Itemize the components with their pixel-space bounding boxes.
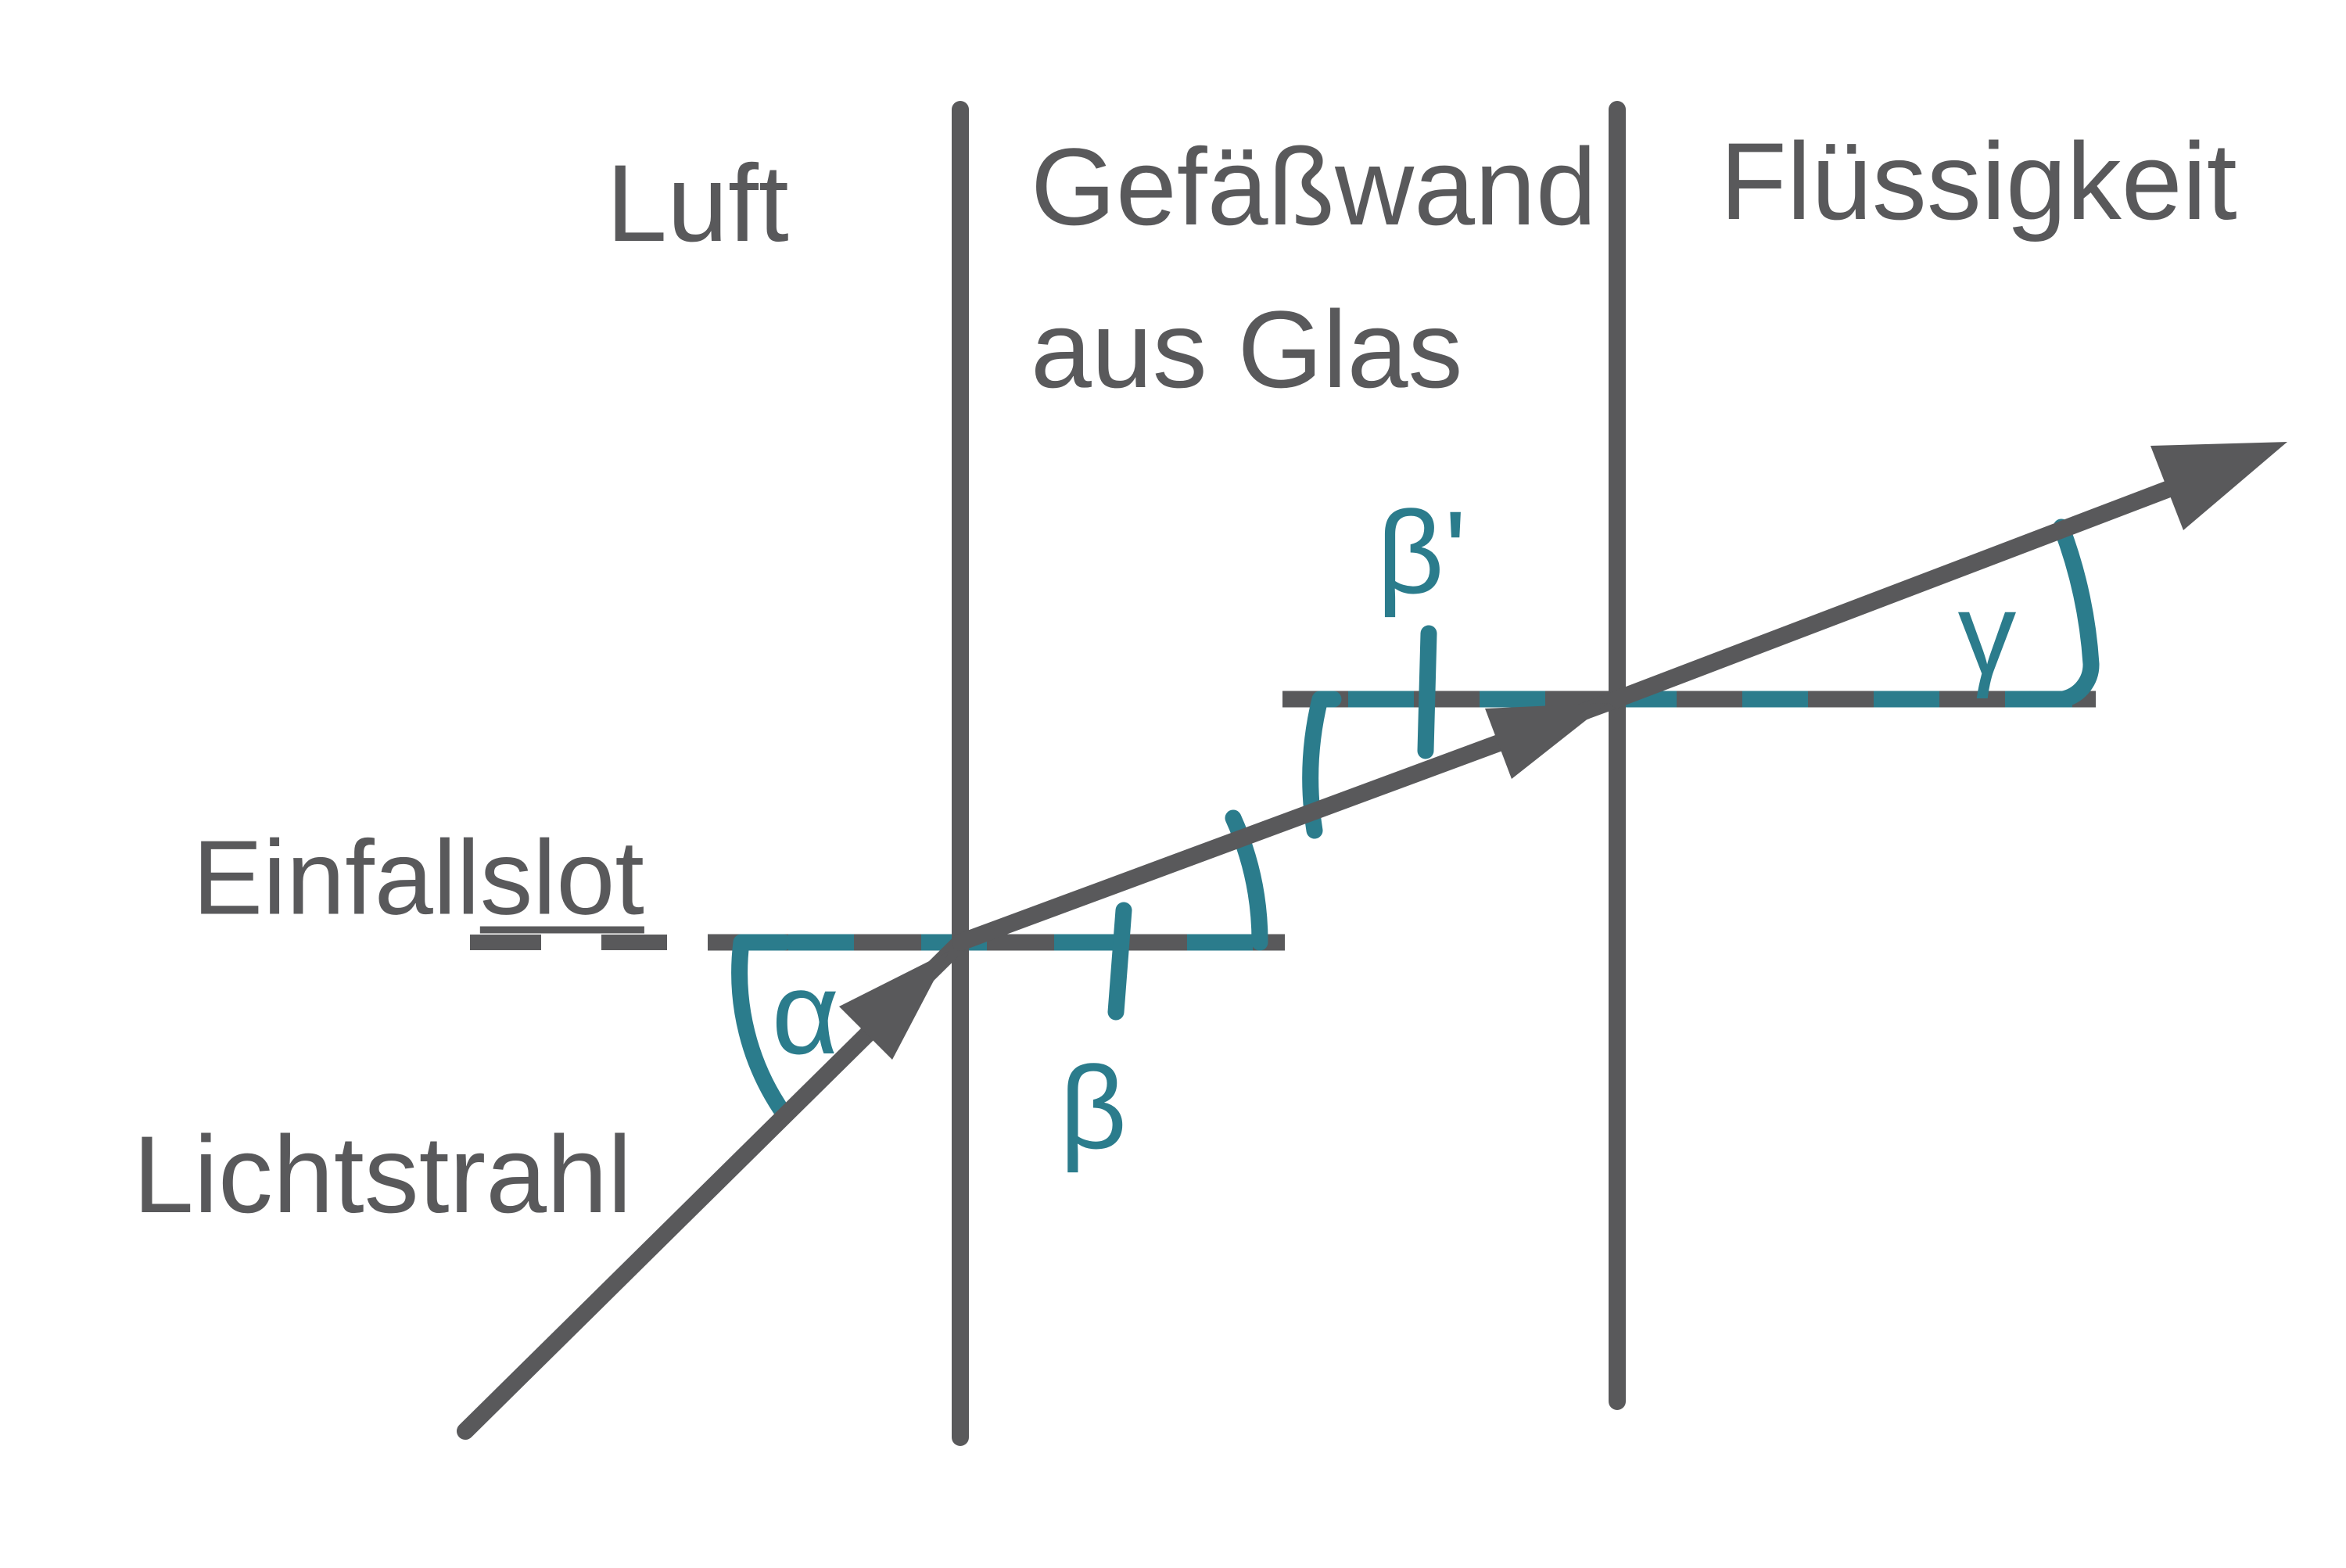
region-label-air: Luft: [606, 142, 789, 264]
liquid-ray-arrowhead: [2150, 442, 2287, 530]
region-label-liquid: Flüssigkeit: [1720, 120, 2237, 242]
beta-angle-label: β: [1059, 1042, 1128, 1173]
alpha-angle-arc: [731, 934, 793, 1123]
refracted-ray-in-liquid: [1609, 472, 2198, 708]
incident-ray-arrowhead: [839, 951, 949, 1060]
normal-label-prefix: Einfall: [192, 818, 480, 937]
beta-angle-tick: [1107, 902, 1132, 1021]
gamma-angle-label: γ: [1957, 568, 2017, 699]
light-ray-label: Lichtstrahl: [132, 1113, 633, 1236]
normal-label: Einfallslot: [192, 825, 644, 931]
gamma-angle-arc: [2023, 518, 2100, 708]
glass-ray-arrowhead: [1485, 703, 1608, 779]
region-label-vessel-wall-line2: aus Glas: [1031, 288, 1463, 411]
normal-label-underlined: slot: [479, 818, 644, 937]
beta-prime-angle-label: β': [1376, 486, 1467, 618]
region-label-vessel-wall-line1: Gefäßwand: [1031, 125, 1597, 248]
beta-prime-angle-tick: [1417, 625, 1437, 759]
alpha-angle-label: α: [771, 947, 840, 1078]
